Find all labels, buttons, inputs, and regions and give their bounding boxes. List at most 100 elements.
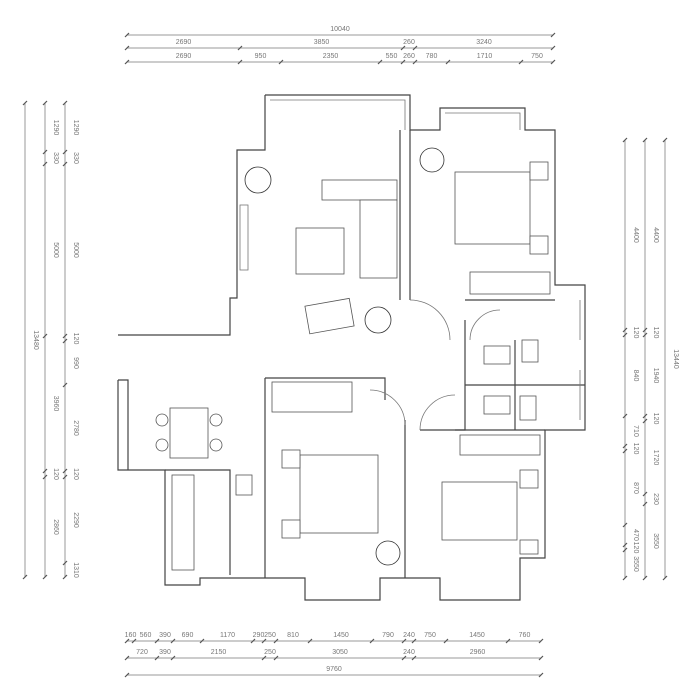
dimension-label: 230 [652, 493, 659, 505]
dimension-label: 3960 [52, 396, 59, 412]
dimension-tick [369, 638, 375, 644]
dimension-label: 260 [403, 39, 415, 46]
dimension-tick [443, 638, 449, 644]
dimension-tick [42, 333, 48, 339]
dimension-tick [411, 638, 417, 644]
furniture [155, 147, 551, 571]
plant-icon [375, 540, 401, 566]
dimension-label: 290 [253, 632, 265, 639]
nightstand [529, 235, 549, 255]
dimension-label: 5000 [72, 242, 79, 258]
dimension-tick [131, 638, 137, 644]
dimension-label: 240 [403, 632, 415, 639]
dimension-tick [237, 45, 243, 51]
dimension-tick [273, 638, 279, 644]
dimension-label: 9760 [326, 666, 342, 673]
armchair [304, 297, 355, 335]
dimension-tick [42, 468, 48, 474]
dimension-label: 1170 [220, 632, 235, 639]
dimension-tick [62, 574, 68, 580]
dimension-tick [550, 45, 556, 51]
dimension-tick [124, 655, 130, 661]
dimension-tick [622, 332, 628, 338]
dimension-label: 4400 [632, 227, 639, 243]
dimension-tick [62, 560, 68, 566]
dimension-label: 1310 [72, 562, 79, 578]
dimension-tick [662, 137, 668, 143]
dimension-tick [401, 638, 407, 644]
dimension-label: 120 [652, 327, 659, 339]
dimension-tick [642, 575, 648, 581]
dimension-label: 240 [403, 649, 415, 656]
dimension-label: 330 [52, 152, 59, 164]
dimension-tick [42, 161, 48, 167]
dimension-label: 2690 [176, 53, 192, 60]
dimension-label: 3240 [476, 39, 492, 46]
dimension-label: 120 [632, 443, 639, 455]
dimension-label: 2780 [72, 420, 79, 436]
dimension-label: 1940 [652, 368, 659, 384]
dimension-tick [622, 137, 628, 143]
plant-icon [419, 147, 445, 173]
dimension-label: 250 [264, 649, 276, 656]
bed [454, 171, 531, 245]
fridge [235, 474, 253, 496]
nightstand [519, 469, 539, 489]
sofa [321, 179, 398, 201]
toilet [521, 339, 539, 363]
dimension-label: 120 [652, 413, 659, 425]
dimension-tick [154, 638, 160, 644]
wardrobe [459, 434, 541, 456]
dimension-label: 780 [426, 53, 438, 60]
dimension-tick [237, 59, 243, 65]
dimension-label: 720 [136, 649, 148, 656]
dimension-tick [642, 501, 648, 507]
dimension-tick [505, 638, 511, 644]
dimension-tick [62, 161, 68, 167]
dimension-tick [170, 655, 176, 661]
dimension-label: 120 [632, 542, 639, 554]
dimension-tick [42, 574, 48, 580]
dimension-tick [273, 655, 279, 661]
dimension-label: 260 [403, 53, 415, 60]
dimension-label: 250 [264, 632, 276, 639]
nightstand [281, 449, 301, 469]
dimension-tick [170, 638, 176, 644]
dimension-tick [550, 32, 556, 38]
dimension-tick [62, 468, 68, 474]
dimension-label: 1290 [52, 120, 59, 136]
wardrobe [271, 381, 353, 413]
dimension-tick [622, 413, 628, 419]
dimension-tick [622, 522, 628, 528]
dimension-label: 990 [72, 357, 79, 369]
dimension-label: 710 [632, 425, 639, 437]
dimension-label: 3050 [332, 649, 348, 656]
dimension-label: 2690 [176, 39, 192, 46]
dimension-label: 550 [386, 53, 398, 60]
dimension-tick [62, 100, 68, 106]
dimension-tick [377, 59, 383, 65]
dimension-tick [22, 574, 28, 580]
dimension-tick [307, 638, 313, 644]
dimension-tick [622, 327, 628, 333]
dimension-label: 13480 [32, 330, 39, 350]
dimension-tick [642, 413, 648, 419]
sofa-chaise [359, 199, 398, 279]
dimension-tick [445, 59, 451, 65]
dimension-label: 2350 [323, 53, 339, 60]
dimension-tick [538, 655, 544, 661]
dimension-tick [154, 655, 160, 661]
dimension-tick [42, 100, 48, 106]
nightstand [519, 539, 539, 555]
dimension-tick [42, 149, 48, 155]
dimension-label: 870 [632, 482, 639, 494]
plant-icon [244, 166, 272, 194]
dimension-tick [622, 448, 628, 454]
dimension-label: 4400 [652, 227, 659, 243]
dimension-tick [278, 59, 284, 65]
dimension-tick [642, 491, 648, 497]
dimension-tick [412, 45, 418, 51]
dimension-tick [412, 59, 418, 65]
dimension-label: 1290 [72, 120, 79, 136]
